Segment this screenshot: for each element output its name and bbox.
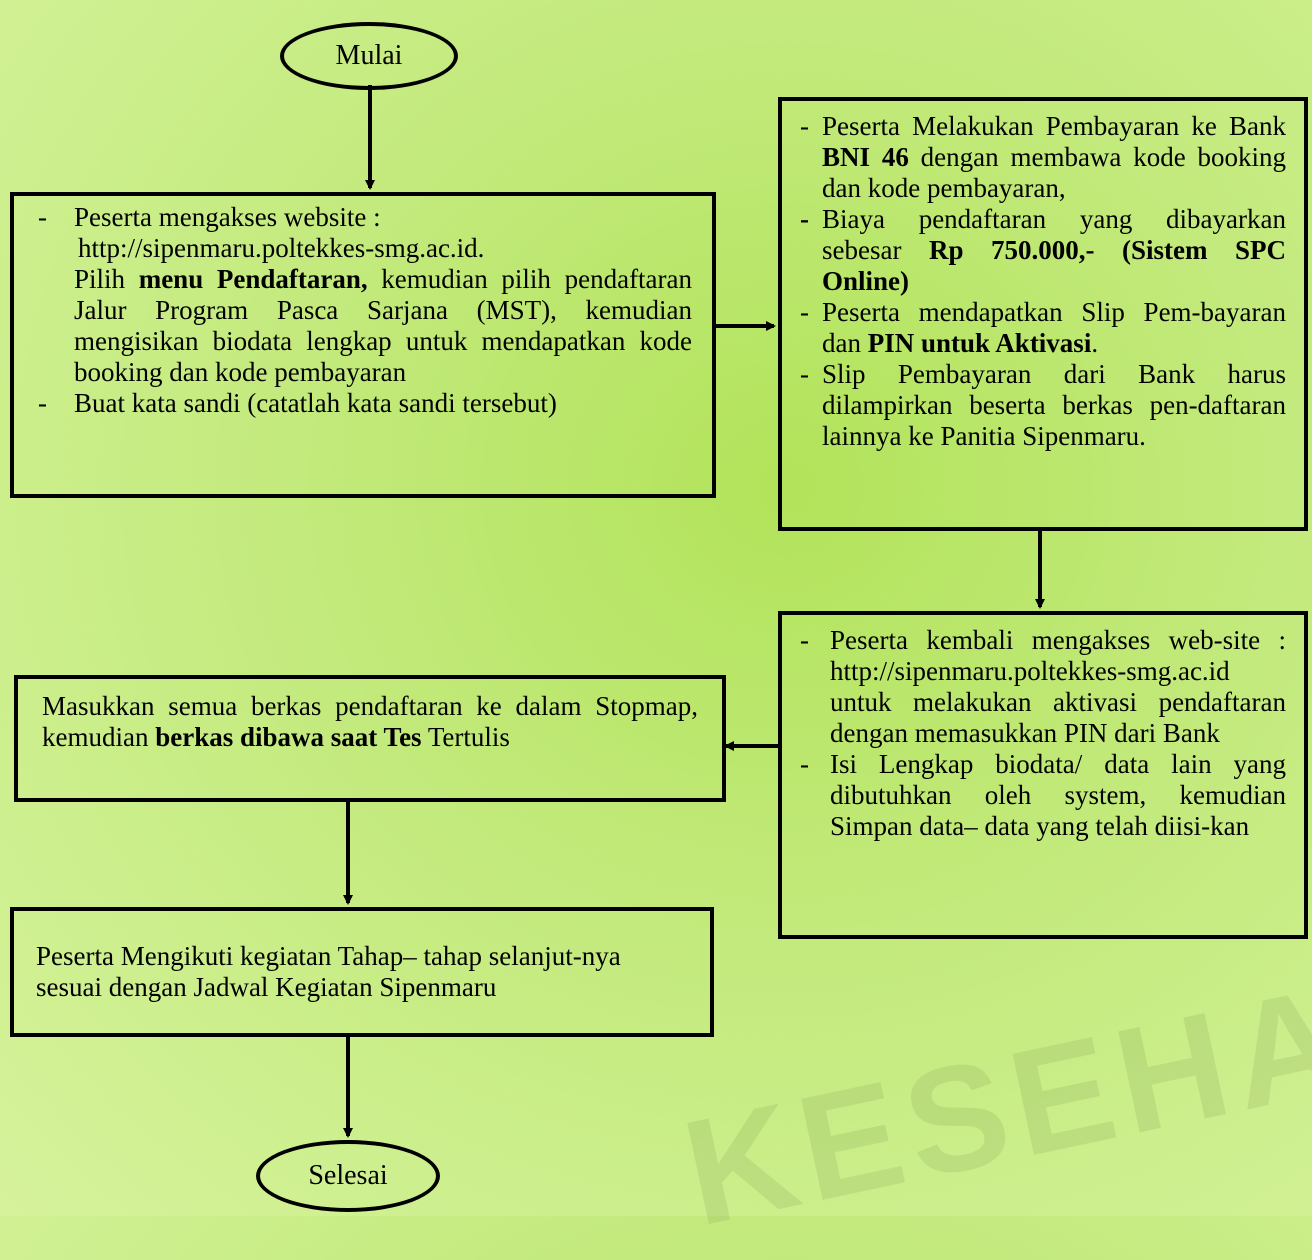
box3-item-2: - Isi Lengkap biodata/ data lain yang di… <box>800 749 1286 842</box>
box1-line2: Buat kata sandi (catatlah kata sandi ter… <box>74 388 557 418</box>
connector-layer <box>343 85 1045 1138</box>
box2-item-1: - Peserta Melakukan Pembayaran ke Bank B… <box>800 111 1286 204</box>
box2-item-4: - Slip Pembayaran dari Bank harus dilamp… <box>800 359 1286 452</box>
box1-url: http://sipenmaru.poltekkes-smg.ac.id. <box>78 233 485 263</box>
box4-bold: berkas dibawa saat Tes <box>155 722 422 752</box>
bullet-dash: - <box>38 388 47 418</box>
start-terminal: Mulai <box>280 22 458 90</box>
bullet-dash: - <box>800 625 809 655</box>
box1-paragraph: Pilih menu Pendaftaran, kemudian pilih p… <box>74 264 692 388</box>
box1-line1: Peserta mengakses website : <box>74 202 381 232</box>
bullet-dash: - <box>800 359 809 389</box>
bullet-dash: - <box>800 204 809 234</box>
box4-text: Masukkan semua berkas pendaftaran ke dal… <box>42 691 698 753</box>
flowchart-canvas: KESEHAT Mulai - Peserta mengakses websit… <box>10 22 1312 1257</box>
box3-item-1: - Peserta kembali mengakses web-site : h… <box>800 625 1286 749</box>
box1-p-bold: menu Pendaftaran, <box>138 264 368 294</box>
bullet-dash: - <box>38 202 47 232</box>
box3-i2: Isi Lengkap biodata/ data lain yang dibu… <box>830 749 1286 841</box>
box1-item-1: - Peserta mengakses website : http://sip… <box>38 202 692 388</box>
box5-text: Peserta Mengikuti kegiatan Tahap– tahap … <box>36 941 621 1002</box>
bullet-dash: - <box>800 111 809 141</box>
box1-p-post: kemudian pilih pendaftaran Jalur Program… <box>74 264 693 387</box>
step-activation-box: - Peserta kembali mengakses web-site : h… <box>778 611 1308 939</box>
step-access-website-box: - Peserta mengakses website : http://sip… <box>10 192 716 498</box>
box2-i3-pre: Peserta mendapatkan Slip Pem-bayaran dan <box>822 297 1286 358</box>
box2-i3-bold: PIN untuk Aktivasi <box>867 328 1092 358</box>
bullet-dash: - <box>800 749 809 779</box>
box2-i1-bold: BNI 46 <box>822 142 909 172</box>
box2-i4: Slip Pembayaran dari Bank harus dilampir… <box>822 359 1286 451</box>
box1-item-2: - Buat kata sandi (catatlah kata sandi t… <box>38 388 692 419</box>
end-label: Selesai <box>308 1160 388 1191</box>
end-terminal: Selesai <box>256 1140 440 1212</box>
step-payment-box: - Peserta Melakukan Pembayaran ke Bank B… <box>778 97 1308 531</box>
box2-item-3: - Peserta mendapatkan Slip Pem-bayaran d… <box>800 297 1286 359</box>
step-follow-activities-box: Peserta Mengikuti kegiatan Tahap– tahap … <box>10 907 714 1037</box>
box4-pre: Masukkan semua berkas pendaftaran ke dal… <box>42 691 698 752</box>
box2-i1-post: dengan membawa kode booking dan kode pem… <box>822 142 1287 203</box>
box3-i1: Peserta kembali mengakses web-site : htt… <box>830 625 1286 748</box>
box4-post: Tertulis <box>427 722 510 752</box>
step-submit-documents-box: Masukkan semua berkas pendaftaran ke dal… <box>14 675 726 802</box>
bullet-dash: - <box>800 297 809 327</box>
box2-item-2: - Biaya pendaftaran yang dibayarkan sebe… <box>800 204 1286 297</box>
box2-i1-pre: Peserta Melakukan Pembayaran ke Bank <box>822 111 1286 141</box>
box2-i2-pre: Biaya pendaftaran yang dibayarkan sebesa… <box>822 204 1286 265</box>
start-label: Mulai <box>335 40 403 71</box>
box2-i3-post: . <box>1091 328 1099 358</box>
box1-p-pre: Pilih <box>74 264 126 294</box>
box2-i2-bold: Rp 750.000,- (Sistem SPC Online) <box>822 235 1287 296</box>
